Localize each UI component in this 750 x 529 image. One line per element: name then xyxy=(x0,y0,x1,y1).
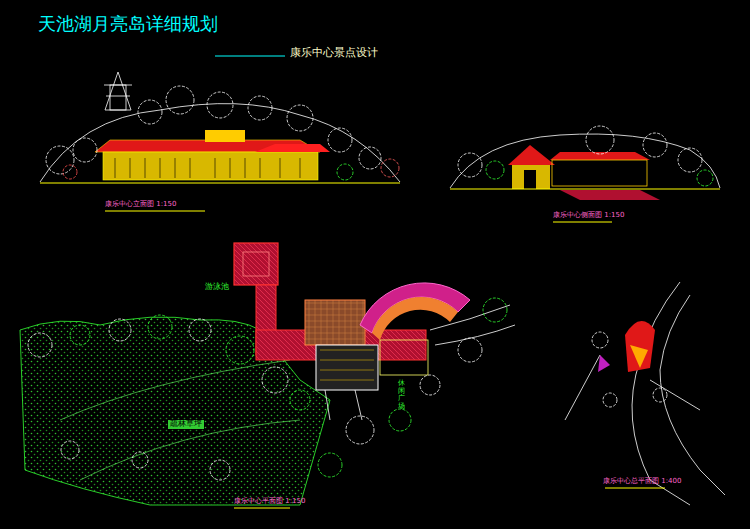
view-caption: 康乐中心总平面图 1:400 xyxy=(603,478,681,486)
subtitle: 康乐中心景点设计 xyxy=(290,47,378,59)
tree-symbol xyxy=(653,388,667,402)
tree-symbol xyxy=(328,128,352,152)
tree-symbol xyxy=(697,170,713,186)
tree-symbol xyxy=(458,153,482,177)
tree-symbol xyxy=(603,393,617,407)
tree-symbol xyxy=(210,460,230,480)
tree-symbol xyxy=(166,86,194,114)
tree-symbol xyxy=(189,319,211,341)
tree-symbol xyxy=(337,164,353,180)
area-label: 游泳池 xyxy=(205,283,229,292)
tree-symbol xyxy=(138,100,162,124)
area-label: 疏林草坪 xyxy=(168,420,204,429)
tree-symbol xyxy=(28,333,52,357)
tree-symbol xyxy=(70,325,90,345)
tree-symbol xyxy=(148,315,172,339)
tree-symbol xyxy=(678,148,702,172)
tree-symbol xyxy=(290,390,310,410)
tree-symbol xyxy=(248,96,272,120)
tree-symbol xyxy=(73,138,97,162)
tree-symbol xyxy=(262,367,288,393)
tree-symbol xyxy=(359,147,381,169)
tree-symbol xyxy=(61,441,79,459)
tree-symbol xyxy=(46,146,74,174)
tree-symbol xyxy=(486,161,504,179)
tree-symbol xyxy=(483,298,507,322)
tree-symbol xyxy=(381,159,399,177)
tree-symbol xyxy=(318,453,342,477)
drawing-title: 天池湖月亮岛详细规划 xyxy=(38,14,218,34)
tree-symbol xyxy=(226,336,254,364)
tree-symbol xyxy=(389,409,411,431)
tree-symbol xyxy=(63,165,77,179)
area-label: 休闲广场 xyxy=(398,380,405,411)
tree-symbol xyxy=(586,126,614,154)
tree-symbol xyxy=(458,338,482,362)
tree-symbol xyxy=(420,375,440,395)
tree-symbol xyxy=(109,319,131,341)
tree-symbol xyxy=(643,133,667,157)
tree-symbol xyxy=(346,416,374,444)
tree-symbol xyxy=(207,92,233,118)
tree-symbol xyxy=(592,332,608,348)
view-caption: 康乐中心侧面图 1:150 xyxy=(553,212,624,220)
view-caption: 康乐中心立面图 1:150 xyxy=(105,201,176,209)
tree-symbol xyxy=(287,105,313,131)
tree-symbol xyxy=(132,452,148,468)
view-caption: 康乐中心平面图 1:150 xyxy=(234,498,305,506)
